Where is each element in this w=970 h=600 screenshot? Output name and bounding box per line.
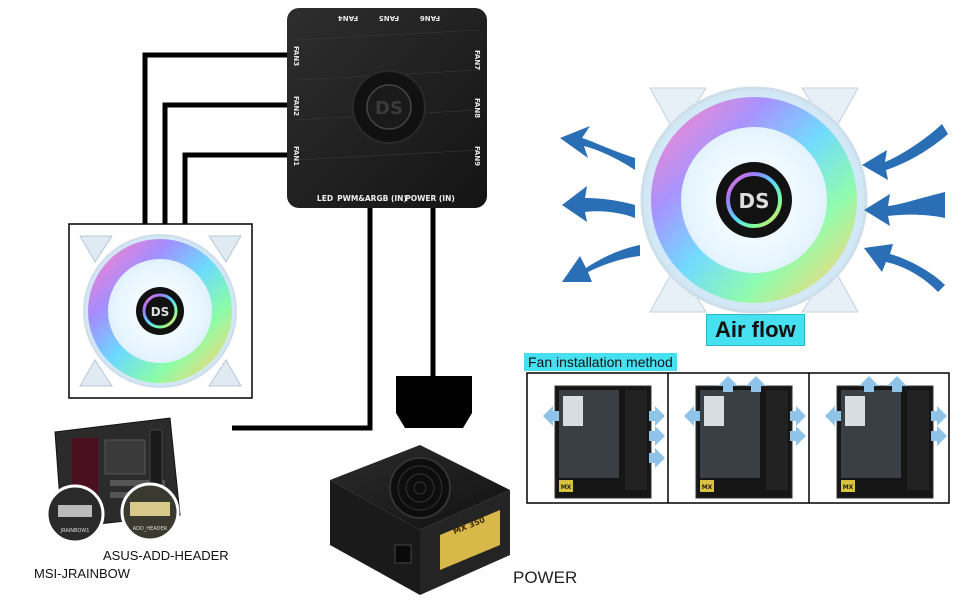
port-fan6: FAN6 <box>420 14 440 22</box>
label-power-in: POWER (IN) <box>405 194 455 203</box>
cable-pwm-argb <box>232 208 373 431</box>
msi-connector-label: MSI-JRAINBOW <box>34 566 131 581</box>
case-arrow-up <box>746 376 766 392</box>
port-fan2: FAN2 <box>292 96 300 116</box>
connected-fan: DS <box>68 223 253 399</box>
case-arrow-up <box>859 376 879 392</box>
arrow-out-bottom <box>562 245 640 282</box>
port-fan9: FAN9 <box>473 146 481 166</box>
case-arrow-right <box>931 406 947 426</box>
power-connector <box>396 376 472 428</box>
airflow-arrows <box>560 124 948 292</box>
installation-title: Fan installation method <box>524 353 677 371</box>
svg-text:ADD_HEADER: ADD_HEADER <box>133 526 168 532</box>
connector-zoom-asus: ADD_HEADER <box>120 482 180 542</box>
case-arrow-up <box>718 376 738 392</box>
case-brand-label: MX <box>702 484 713 491</box>
case-arrow-right <box>649 426 665 446</box>
port-fan4: FAN4 <box>338 14 358 22</box>
case-1: MX <box>543 385 665 499</box>
port-fan7: FAN7 <box>473 50 481 70</box>
case-arrow-right <box>790 426 806 446</box>
case-brand-label: MX <box>843 484 854 491</box>
case-arrow-right <box>931 426 947 446</box>
port-fan1: FAN1 <box>292 146 300 166</box>
port-fan5: FAN5 <box>379 14 399 22</box>
power-label: POWER <box>513 568 578 587</box>
case-illustrations: MX MX MX <box>543 376 947 499</box>
case-arrow-right <box>790 406 806 426</box>
case-arrow-right <box>649 448 665 468</box>
connector-zoom-msi: JRAINBOW1 <box>45 484 105 544</box>
arrow-in-mid <box>864 192 945 226</box>
fan-logo-small: DS <box>151 305 170 319</box>
case-arrow-left <box>825 406 841 426</box>
arrow-in-bottom <box>864 244 945 292</box>
arrow-out-mid <box>562 186 635 222</box>
asus-connector-label: ASUS-ADD-HEADER <box>103 548 229 563</box>
port-fan3: FAN3 <box>292 46 300 66</box>
cable-fan3 <box>142 52 288 225</box>
fan-logo-large: DS <box>738 189 769 213</box>
cable-fan1 <box>182 152 288 225</box>
port-fan8: FAN8 <box>473 98 481 118</box>
arrow-out-top <box>560 126 635 170</box>
power-supply: MX 350 <box>330 445 510 595</box>
svg-text:JRAINBOW1: JRAINBOW1 <box>60 528 90 534</box>
hub-input-cables <box>232 208 436 431</box>
case-2: MX <box>684 376 806 499</box>
case-3: MX <box>825 376 947 499</box>
label-led: LED <box>317 194 333 203</box>
case-arrow-left <box>684 406 700 426</box>
label-pwm-argb: PWM&ARGB (IN) <box>337 194 407 203</box>
hub-logo: DS <box>375 98 403 119</box>
cable-fan2 <box>162 102 288 225</box>
airflow-fan: DS <box>640 86 868 314</box>
case-arrow-right <box>649 406 665 426</box>
arrow-in-top <box>862 124 948 180</box>
case-brand-label: MX <box>561 484 572 491</box>
controller-hub: DS FAN4 FAN5 FAN6 FAN3 FAN2 FAN1 FAN7 FA… <box>287 8 487 208</box>
airflow-label: Air flow <box>706 314 805 346</box>
case-arrow-left <box>543 406 559 426</box>
fan-cables <box>142 52 288 225</box>
installation-panel: MX MX MX <box>526 372 950 504</box>
case-arrow-up <box>887 376 907 392</box>
